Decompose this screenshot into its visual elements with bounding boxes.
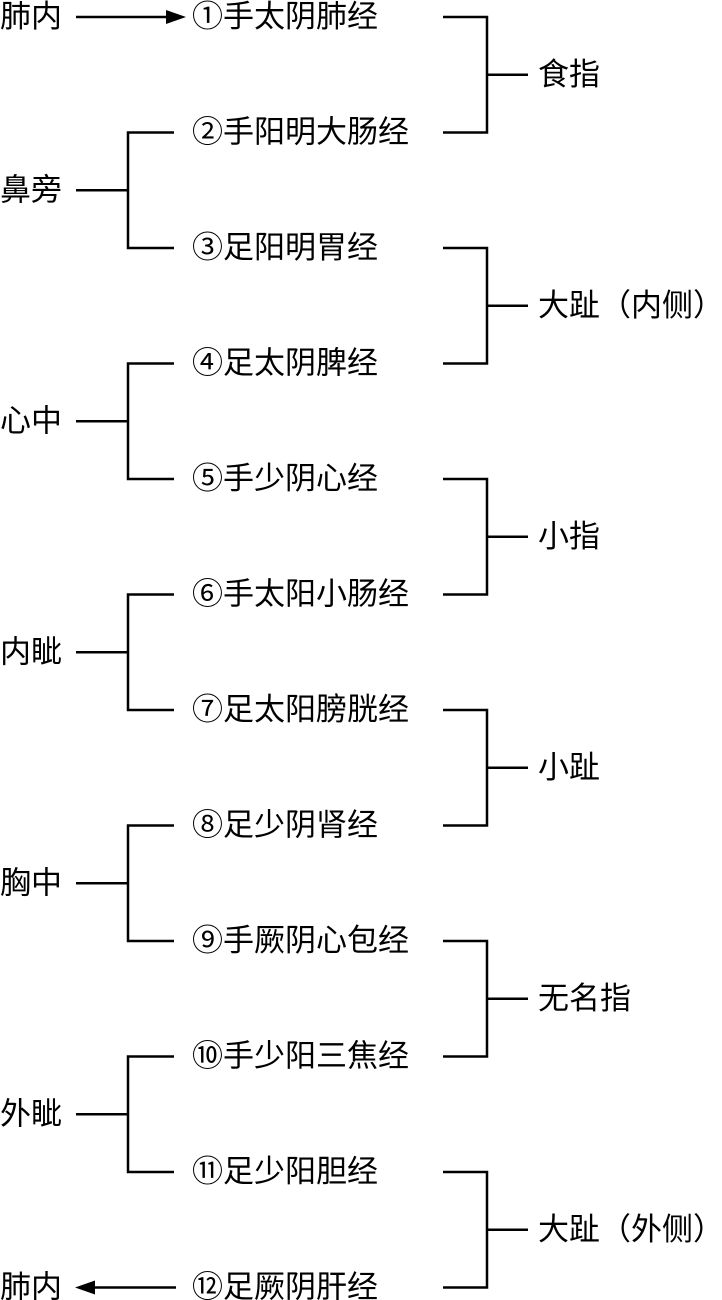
connector-lines bbox=[76, 15, 528, 1289]
flow-arrows bbox=[75, 10, 186, 1295]
meridian-label: ①手太阴肺经 bbox=[192, 0, 378, 35]
left-junction-label: 心中 bbox=[0, 403, 62, 439]
left-junction-label: 内眦 bbox=[0, 634, 62, 670]
right-bracket bbox=[443, 939, 489, 1058]
start-location-label: 肺内 bbox=[0, 0, 62, 35]
right-bracket bbox=[443, 477, 489, 596]
meridian-label: ⑪足少阳胆经 bbox=[192, 1154, 378, 1190]
end-arrow-head bbox=[75, 1280, 95, 1295]
left-junction-label: 胸中 bbox=[0, 865, 62, 901]
right-bracket bbox=[443, 246, 489, 365]
right-bracket bbox=[443, 708, 489, 827]
meridian-label: ⑫足厥阴肝经 bbox=[192, 1270, 378, 1300]
meridian-label: ⑦足太阳膀胱经 bbox=[192, 692, 409, 728]
right-bracket bbox=[443, 1170, 489, 1289]
meridian-label: ⑤手少阴心经 bbox=[192, 461, 378, 497]
left-bracket bbox=[126, 131, 174, 250]
meridian-label: ④足太阴脾经 bbox=[192, 346, 378, 382]
right-junction-label: 无名指 bbox=[538, 981, 631, 1017]
meridian-label: ③足阳明胃经 bbox=[192, 230, 378, 266]
left-junction-label: 外眦 bbox=[0, 1096, 62, 1132]
meridian-label: ⑨手厥阴心包经 bbox=[192, 923, 409, 959]
left-bracket bbox=[126, 593, 174, 712]
right-junction-label: 小指 bbox=[538, 519, 600, 555]
start-arrow-head bbox=[166, 10, 186, 24]
right-bracket bbox=[443, 15, 489, 134]
left-bracket bbox=[126, 362, 174, 481]
right-junction-label: 食指 bbox=[538, 57, 600, 93]
meridian-label: ⑥手太阳小肠经 bbox=[192, 577, 409, 613]
left-junction-label: 鼻旁 bbox=[0, 172, 62, 208]
meridian-label: ②手阳明大肠经 bbox=[192, 115, 409, 151]
meridian-label: ⑧足少阴肾经 bbox=[192, 808, 378, 844]
meridian-label: ⑩手少阳三焦经 bbox=[192, 1039, 409, 1075]
left-bracket bbox=[126, 1055, 174, 1174]
right-junction-label: 大趾（内侧） bbox=[538, 288, 722, 324]
right-junction-label: 小趾 bbox=[538, 750, 600, 786]
left-bracket bbox=[126, 824, 174, 943]
right-junction-label: 大趾（外侧） bbox=[538, 1212, 722, 1248]
end-location-label: 肺内 bbox=[0, 1270, 62, 1300]
